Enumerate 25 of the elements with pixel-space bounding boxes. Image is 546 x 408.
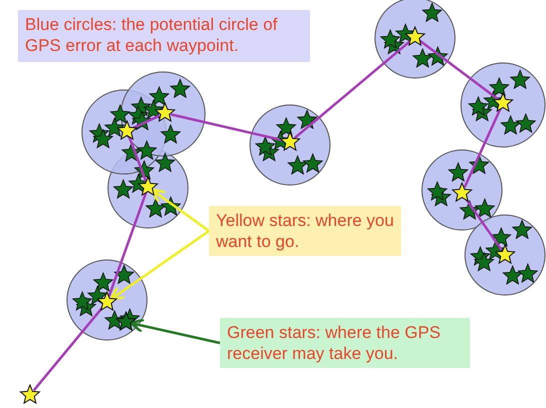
star-icon [494, 244, 516, 266]
note-callout: Blue circles: the potential circle of GPS error at each waypoint. [18, 10, 310, 62]
route-line [463, 108, 502, 188]
note-callout: Yellow stars: where you want to go. [209, 206, 401, 256]
star-icon [19, 384, 41, 406]
leader-arrow [129, 318, 220, 344]
route-line [132, 114, 160, 130]
star-icon [96, 291, 118, 313]
note-callout: Green stars: where the GPS receiver may take you. [220, 318, 470, 368]
star-icon [115, 311, 137, 333]
star-icon [404, 26, 426, 48]
route-line [128, 136, 148, 182]
star-icon [116, 120, 138, 142]
star-icon [492, 92, 514, 114]
route-line [419, 40, 499, 100]
route-line [294, 40, 412, 140]
leader-arrow [150, 188, 210, 232]
star-icon [154, 102, 176, 124]
route-line [108, 192, 148, 297]
star-icon [451, 182, 473, 204]
star-icon [279, 131, 301, 153]
route-line [170, 113, 284, 142]
leader-arrow [110, 230, 210, 301]
star-icon [137, 176, 159, 198]
route-line [32, 306, 104, 392]
